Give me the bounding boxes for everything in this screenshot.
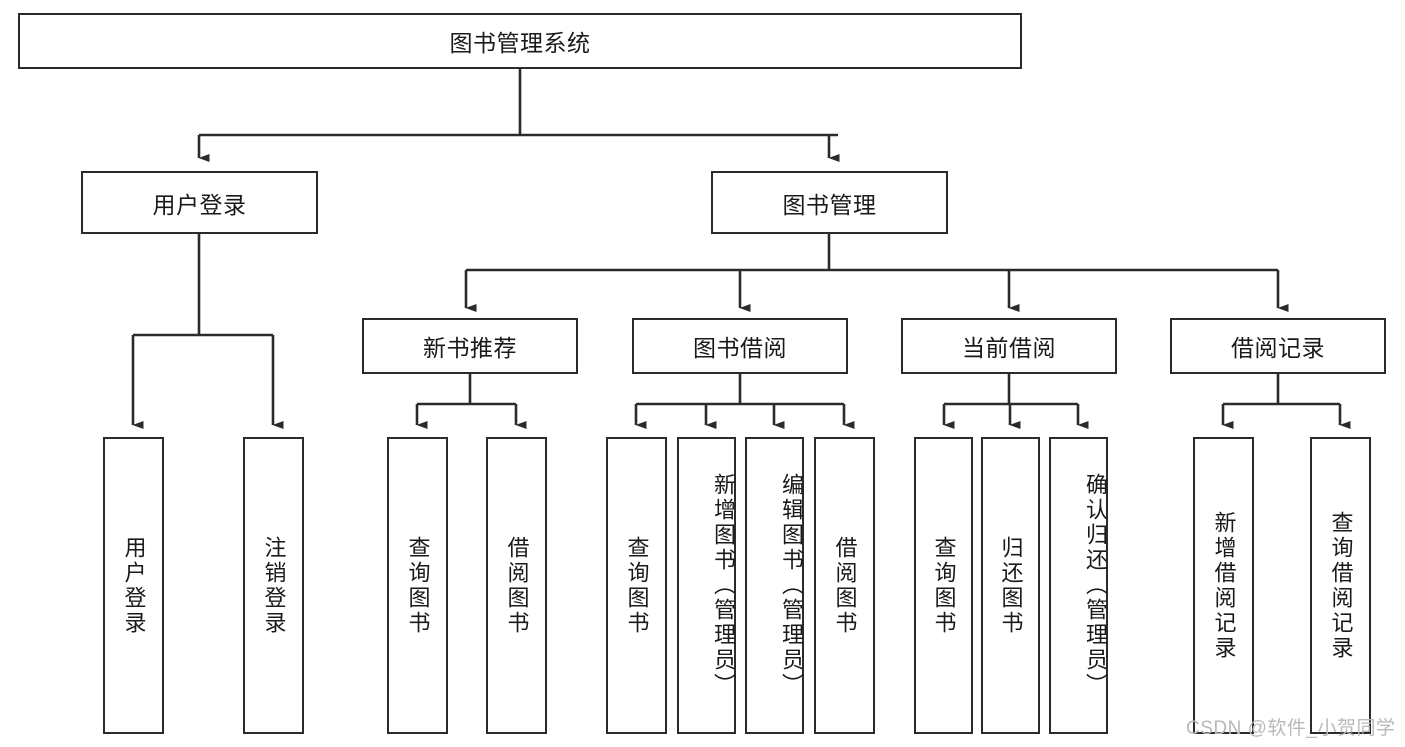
leaf-query-book-recommend[interactable]: 查询图书 [387, 437, 448, 734]
node-book-management[interactable]: 图书管理 [711, 171, 948, 234]
node-label: 新增图书（管理员） [711, 473, 736, 698]
node-label: 确认归还（管理员） [1083, 473, 1108, 698]
node-user-login[interactable]: 用户登录 [81, 171, 318, 234]
node-label: 编辑图书（管理员） [779, 473, 804, 698]
leaf-borrow-book[interactable]: 借阅图书 [814, 437, 875, 734]
node-label: 归还图书 [998, 535, 1024, 636]
node-book-borrow[interactable]: 图书借阅 [632, 318, 848, 374]
leaf-query-book-current[interactable]: 查询图书 [914, 437, 973, 734]
leaf-edit-book-admin[interactable]: 编辑图书（管理员） [745, 437, 804, 734]
node-label: 借阅图书 [832, 535, 858, 636]
leaf-query-borrow-record[interactable]: 查询借阅记录 [1310, 437, 1371, 734]
node-root-system[interactable]: 图书管理系统 [18, 13, 1022, 69]
leaf-return-book[interactable]: 归还图书 [981, 437, 1040, 734]
node-label: 当前借阅 [962, 335, 1056, 361]
leaf-add-book-admin[interactable]: 新增图书（管理员） [677, 437, 736, 734]
csdn-watermark: CSDN @软件_小贺同学 [1186, 718, 1396, 739]
node-label: 借阅记录 [1231, 335, 1325, 361]
node-label: 用户登录 [152, 191, 247, 218]
node-label: 图书管理系统 [449, 30, 591, 56]
node-borrow-record[interactable]: 借阅记录 [1170, 318, 1386, 374]
leaf-add-borrow-record[interactable]: 新增借阅记录 [1193, 437, 1254, 734]
node-label: 查询图书 [405, 535, 431, 636]
leaf-confirm-return-admin[interactable]: 确认归还（管理员） [1049, 437, 1108, 734]
node-label: 新增借阅记录 [1211, 510, 1237, 661]
leaf-borrow-book-recommend[interactable]: 借阅图书 [486, 437, 547, 734]
node-label: 图书管理 [782, 191, 877, 218]
node-label: 查询图书 [624, 535, 650, 636]
leaf-query-book-borrow[interactable]: 查询图书 [606, 437, 667, 734]
node-new-book-recommend[interactable]: 新书推荐 [362, 318, 578, 374]
leaf-user-login[interactable]: 用户登录 [103, 437, 164, 734]
node-label: 用户登录 [121, 535, 147, 636]
node-label: 注销登录 [261, 535, 287, 636]
node-label: 借阅图书 [504, 535, 530, 636]
node-current-borrow[interactable]: 当前借阅 [901, 318, 1117, 374]
node-label: 查询图书 [931, 535, 957, 636]
node-label: 图书借阅 [693, 335, 787, 361]
leaf-logout-login[interactable]: 注销登录 [243, 437, 304, 734]
node-label: 新书推荐 [423, 335, 517, 361]
node-label: 查询借阅记录 [1328, 510, 1354, 661]
